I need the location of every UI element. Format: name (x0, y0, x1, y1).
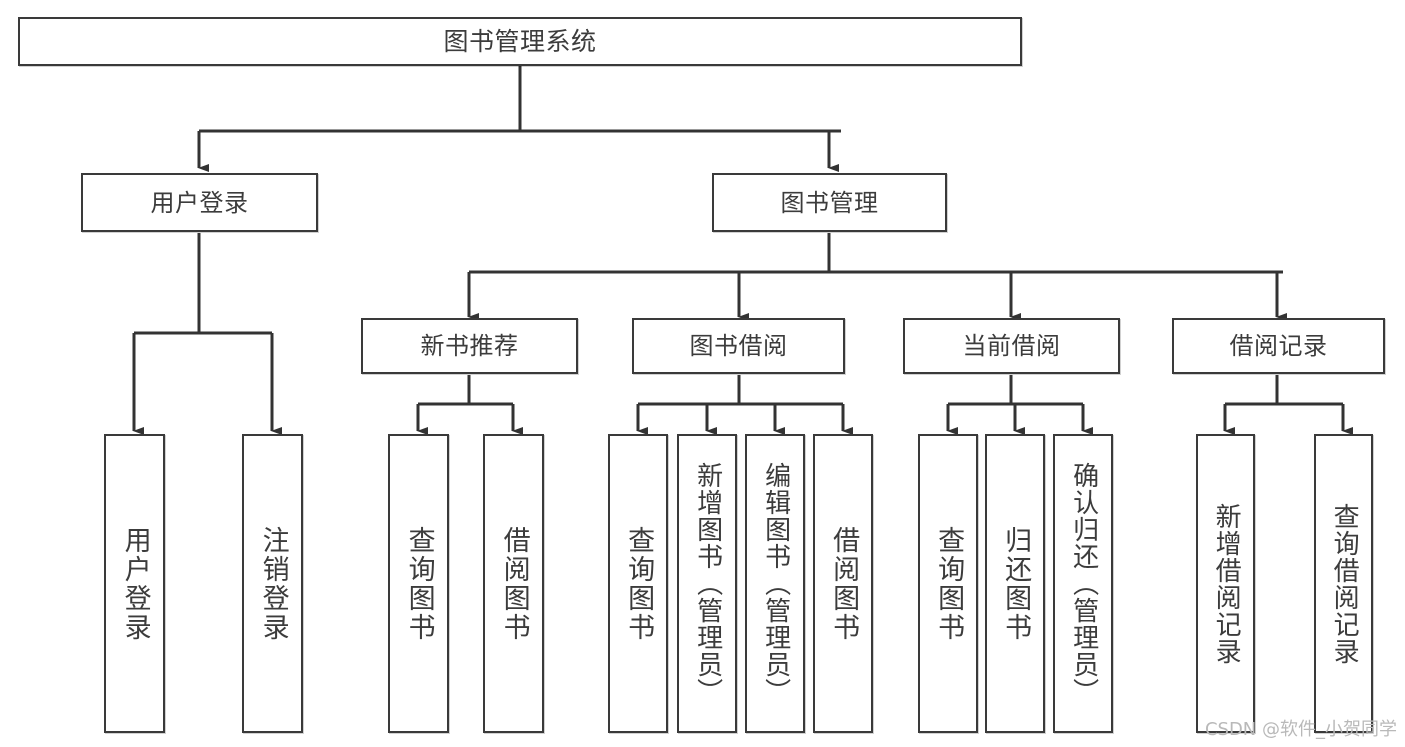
node-label: 查询图书 (933, 525, 965, 642)
node-label: 编辑图书（管理员） (760, 462, 791, 705)
node-label: 新书推荐 (420, 332, 519, 360)
node-book-manage[interactable]: 图书管理 (712, 173, 947, 232)
leaf-query-book-recommend[interactable]: 查询图书 (388, 434, 449, 733)
node-borrow-record[interactable]: 借阅记录 (1172, 318, 1385, 374)
leaf-borrow-book-borrow[interactable]: 借阅图书 (813, 434, 873, 733)
leaf-query-borrow-record[interactable]: 查询借阅记录 (1314, 434, 1373, 733)
leaf-query-book-borrow[interactable]: 查询图书 (608, 434, 668, 733)
node-label: 图书管理 (780, 188, 879, 217)
node-label: 新增借阅记录 (1211, 502, 1242, 665)
leaf-return-book[interactable]: 归还图书 (985, 434, 1045, 733)
leaf-borrow-book-recommend[interactable]: 借阅图书 (483, 434, 544, 733)
node-label: 查询借阅记录 (1329, 502, 1360, 665)
watermark-text: CSDN @软件_小贺同学 (1204, 719, 1397, 740)
node-label: 借阅图书 (498, 525, 530, 642)
node-label: 借阅记录 (1229, 332, 1328, 360)
leaf-confirm-return-admin[interactable]: 确认归还（管理员） (1053, 434, 1113, 733)
node-root-system[interactable]: 图书管理系统 (18, 17, 1022, 66)
node-label: 当前借阅 (962, 332, 1061, 360)
node-label: 查询图书 (403, 525, 435, 642)
leaf-add-borrow-record[interactable]: 新增借阅记录 (1196, 434, 1255, 733)
leaf-user-login[interactable]: 用户登录 (104, 434, 165, 733)
node-label: 归还图书 (1000, 525, 1032, 642)
node-label: 借阅图书 (828, 525, 860, 642)
node-label: 用户登录 (119, 525, 151, 642)
node-label: 确认归还（管理员） (1068, 462, 1099, 705)
node-book-borrow[interactable]: 图书借阅 (632, 318, 845, 374)
node-label: 新增图书（管理员） (692, 462, 723, 705)
node-current-borrow[interactable]: 当前借阅 (903, 318, 1120, 374)
node-label: 图书管理系统 (443, 27, 597, 56)
leaf-query-book-current[interactable]: 查询图书 (918, 434, 978, 733)
node-label: 用户登录 (150, 188, 249, 217)
node-label: 查询图书 (623, 525, 655, 642)
node-label: 注销登录 (257, 525, 289, 642)
node-label: 图书借阅 (689, 332, 788, 360)
leaf-edit-book-admin[interactable]: 编辑图书（管理员） (745, 434, 805, 733)
leaf-logout-login[interactable]: 注销登录 (242, 434, 303, 733)
node-new-book-recommend[interactable]: 新书推荐 (361, 318, 578, 374)
leaf-add-book-admin[interactable]: 新增图书（管理员） (677, 434, 737, 733)
node-user-login[interactable]: 用户登录 (81, 173, 318, 232)
